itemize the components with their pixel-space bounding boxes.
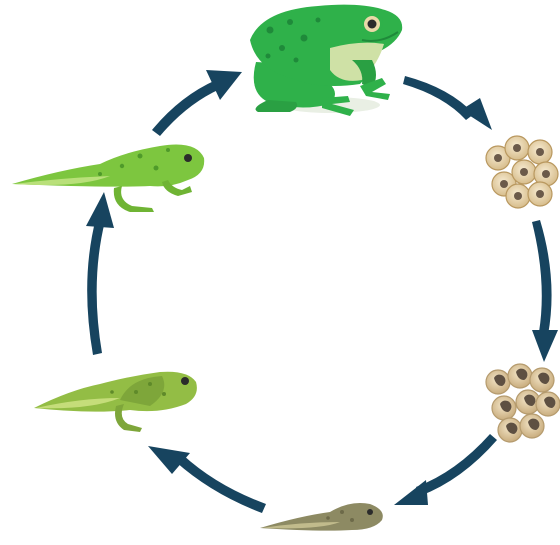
arrow-eggs-to-developing-eggs [532,220,558,362]
arrow-tadpole-with-legs-to-froglet [86,192,114,355]
arrow-frog-to-eggs [403,76,492,130]
arrow-developing-eggs-to-tadpole [394,434,497,505]
cycle-arrows [86,70,558,513]
arrow-froglet-to-frog [152,70,242,136]
frog-icon [250,5,402,116]
developing-eggs-icon [486,364,560,442]
arrow-tadpole-to-tadpole-with-legs [148,446,266,513]
tadpole-with-legs-icon [34,372,197,432]
tadpole-icon [260,503,383,531]
frog-eggs-icon [486,136,558,208]
froglet-icon [12,145,204,213]
